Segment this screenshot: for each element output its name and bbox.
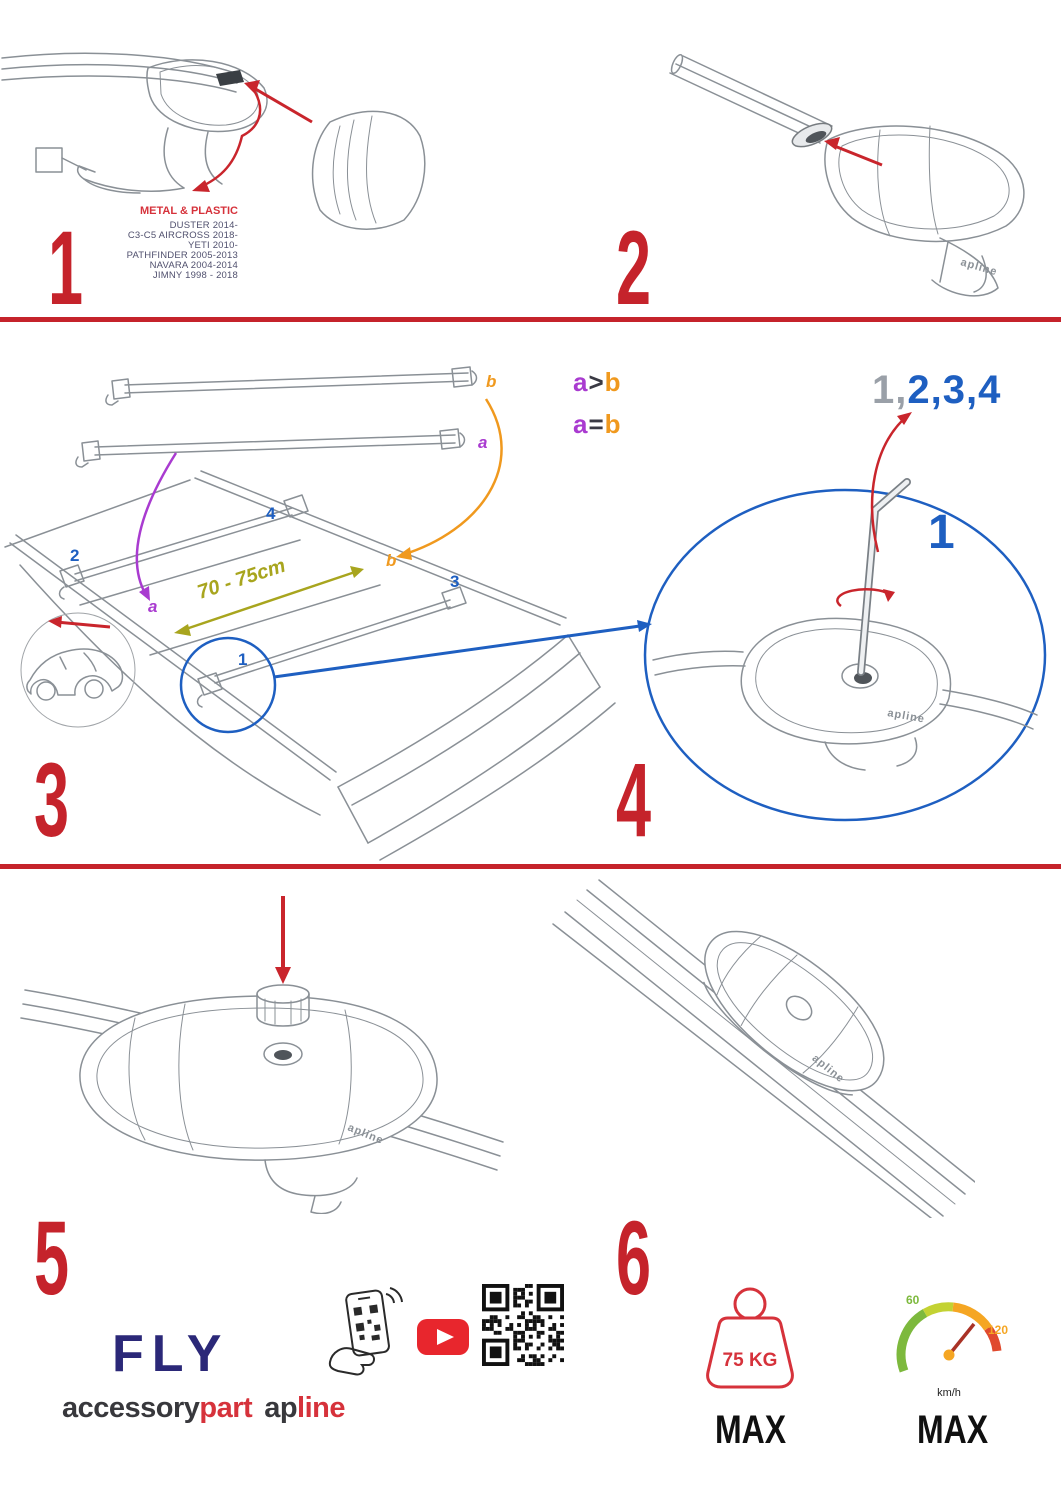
- step5-drawing: apline: [20, 896, 504, 1214]
- sequence-arrow: [870, 415, 908, 553]
- tightening-sequence: 1,2,3,4: [872, 368, 1001, 413]
- zoom-circle: [179, 636, 277, 734]
- brand-ap: ap: [264, 1392, 298, 1424]
- crossbar-b-drawing: [105, 366, 478, 406]
- red-arrowhead: [275, 967, 291, 984]
- brand-line: line: [297, 1392, 346, 1424]
- speed-high-label: 120: [988, 1323, 1008, 1337]
- measure-line: [179, 569, 359, 633]
- cond-left: a: [573, 367, 589, 397]
- phone-scan-icon: [328, 1287, 403, 1376]
- red-arrowhead: [883, 589, 895, 602]
- step-2-number: 2: [616, 210, 652, 327]
- car-inset-drawing: [26, 648, 124, 701]
- red-arrowhead: [48, 616, 62, 628]
- model-list-item: PATHFINDER 2005-2013: [127, 250, 238, 261]
- max-weight-icon: 75 KG: [706, 1287, 794, 1389]
- red-arrowhead: [897, 412, 912, 425]
- end-cap-cover-drawing: [311, 110, 426, 230]
- orange-arrowhead: [396, 547, 412, 560]
- red-guide-curve: [197, 91, 262, 190]
- speed-low-label: 60: [906, 1293, 920, 1307]
- rotate-arrow: [836, 587, 892, 608]
- sequence-blue-part: 2,3,4: [907, 368, 1002, 412]
- model-list-item: C3-C5 AIRCROSS 2018-: [128, 230, 238, 241]
- speed-unit-label: km/h: [937, 1387, 961, 1399]
- zoom-arrow: [273, 624, 641, 679]
- cond-left: a: [573, 409, 589, 439]
- cond-right: b: [604, 409, 622, 439]
- measure-arrowhead: [350, 566, 364, 578]
- qr-code: [482, 1284, 564, 1366]
- step-3-number: 3: [34, 742, 70, 859]
- roof-bar-end-drawing: [1, 52, 268, 194]
- bar-number-3: 3: [450, 572, 459, 591]
- allen-key-highlight: [858, 479, 910, 675]
- measure-label: 70 - 75cm: [195, 555, 289, 604]
- roof-label-b: b: [386, 551, 396, 570]
- section-divider: [0, 317, 1061, 322]
- red-arrowhead: [244, 80, 260, 94]
- section-divider: [0, 864, 1061, 869]
- model-list-item: DUSTER 2014-: [170, 220, 238, 231]
- orange-guide-curve: [401, 398, 503, 557]
- youtube-icon: [416, 1318, 470, 1361]
- max-speed-label: MAX: [916, 1408, 989, 1452]
- step-6-number: 6: [616, 1200, 652, 1317]
- brand-plate: [216, 70, 244, 86]
- purple-guide-curve: [135, 452, 178, 596]
- max-weight-value: 75 KG: [723, 1350, 778, 1371]
- crossbar-a-drawing: [75, 428, 466, 468]
- bar-with-clamp-drawing: [669, 53, 1025, 297]
- model-list-item: YETI 2010-: [188, 240, 238, 251]
- bar-number-2: 2: [70, 546, 79, 565]
- fly-logo: FLY: [112, 1325, 230, 1383]
- clamp-detail-drawing: [652, 617, 1038, 771]
- bar-label-a: a: [478, 433, 487, 452]
- zoom-detail-circle: [643, 488, 1047, 822]
- brand-accessory: accessory: [62, 1392, 200, 1424]
- red-arrow-to-slot: [831, 143, 883, 167]
- cond-op: =: [588, 409, 605, 439]
- clamp-knob-drawing: [20, 984, 504, 1214]
- model-list-item: JIMNY 1998 - 2018: [153, 270, 238, 281]
- cond-right: b: [604, 367, 622, 397]
- mounted-clamp-drawing: [552, 879, 975, 1218]
- material-label: METAL & PLASTIC: [140, 205, 238, 217]
- step2-drawing: apline: [669, 53, 1025, 297]
- sequence-gray-part: 1,: [872, 368, 908, 412]
- step1-drawing: METAL & PLASTIC DUSTER 2014- C3-C5 AIRCR…: [1, 52, 426, 281]
- roof-label-a: a: [148, 597, 157, 616]
- speedometer-icon: 60 120 km/h: [896, 1293, 1008, 1399]
- bar-number-4: 4: [266, 504, 276, 523]
- bar-label-b: b: [486, 372, 496, 391]
- car-roof-drawing: [4, 470, 616, 861]
- condition-a-eq-b: a=b: [573, 404, 622, 444]
- purple-arrowhead: [139, 586, 150, 601]
- condition-a-gt-b: a>b: [573, 362, 622, 402]
- brand-part: part: [199, 1392, 253, 1424]
- step-4-number: 4: [616, 742, 652, 859]
- apline-logo: apline: [959, 256, 999, 278]
- model-list-item: NAVARA 2004-2014: [150, 260, 238, 271]
- red-arrowhead: [824, 137, 840, 150]
- car-inset-circle: [20, 612, 136, 728]
- step4-drawing: apline: [643, 412, 1047, 822]
- step6-drawing: apline: [552, 879, 975, 1218]
- step3-drawing: b a: [4, 366, 652, 861]
- red-arrow-to-plate: [251, 85, 313, 124]
- bar-number-1: 1: [238, 650, 247, 669]
- step-5-number: 5: [34, 1200, 70, 1317]
- max-weight-label: MAX: [714, 1408, 787, 1452]
- cond-op: >: [588, 367, 605, 397]
- red-arrowhead: [192, 180, 210, 192]
- measure-arrowhead: [174, 624, 191, 636]
- direction-arrow: [55, 620, 111, 629]
- step-1-number: 1: [48, 210, 84, 327]
- sequence-highlight-1: 1: [928, 506, 955, 559]
